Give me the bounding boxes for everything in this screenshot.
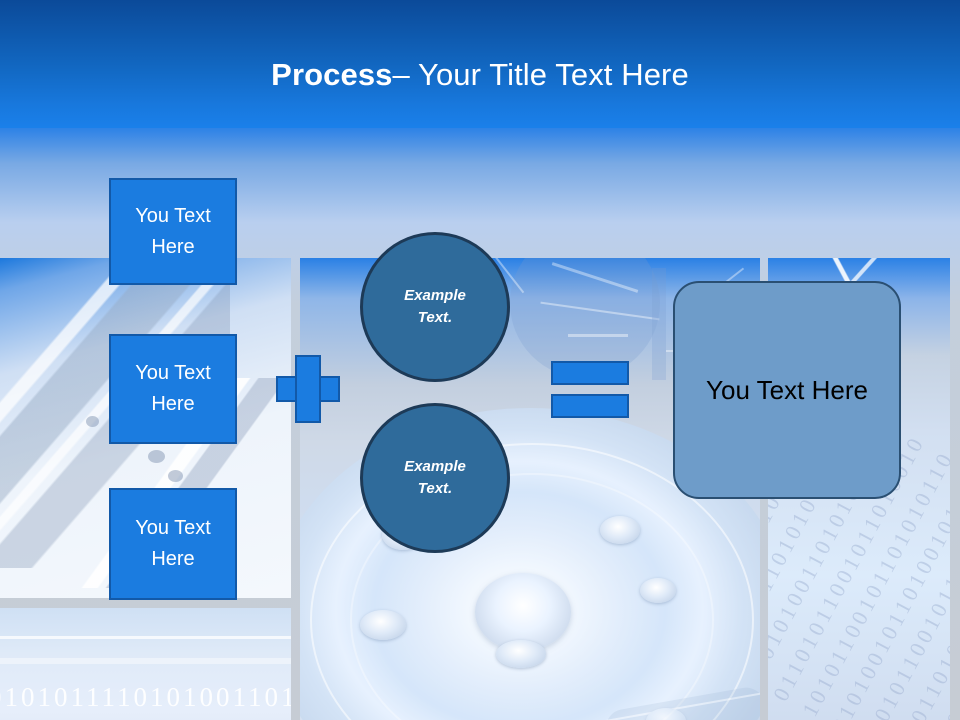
example-circle-1[interactable]: Example Text. [360, 232, 510, 382]
hard-drive-top-image [300, 258, 760, 438]
light-streak [0, 636, 291, 639]
example-circle-2[interactable]: Example Text. [360, 403, 510, 553]
light-streak [0, 658, 291, 664]
platter-screw-hole [600, 516, 640, 544]
page-title-rest: – Your Title Text Here [392, 57, 689, 92]
slide-header-bar: Process – Your Title Text Here [0, 0, 960, 128]
platter-screw-hole [496, 640, 546, 668]
drive-component [652, 268, 666, 380]
arm-hole-icon [148, 450, 165, 463]
plus-center-fill [297, 378, 319, 400]
input-box-2[interactable]: You Text Here [109, 334, 237, 444]
input-box-3[interactable]: You Text Here [109, 488, 237, 600]
page-title: Process – Your Title Text Here [0, 0, 960, 128]
platter-spindle [475, 573, 571, 651]
arm-hole-icon [86, 416, 99, 427]
input-box-1[interactable]: You Text Here [109, 178, 237, 285]
equals-bottom-bar [551, 394, 629, 418]
platter-screw-hole [360, 610, 406, 640]
drive-edge-highlight [568, 334, 628, 337]
drive-screw-hole [646, 708, 686, 720]
drive-component [510, 258, 660, 378]
platter-screw-hole [640, 578, 676, 603]
plus-operator-icon [276, 355, 340, 423]
result-box[interactable]: You Text Here [673, 281, 901, 499]
binary-text-row: 0011010001010101101100101 [0, 714, 291, 720]
equals-top-bar [551, 361, 629, 385]
arm-hole-icon [168, 470, 183, 482]
equals-operator-icon [551, 361, 629, 418]
hard-drive-bottom-image [590, 678, 760, 720]
page-title-emphasis: Process [271, 57, 393, 92]
